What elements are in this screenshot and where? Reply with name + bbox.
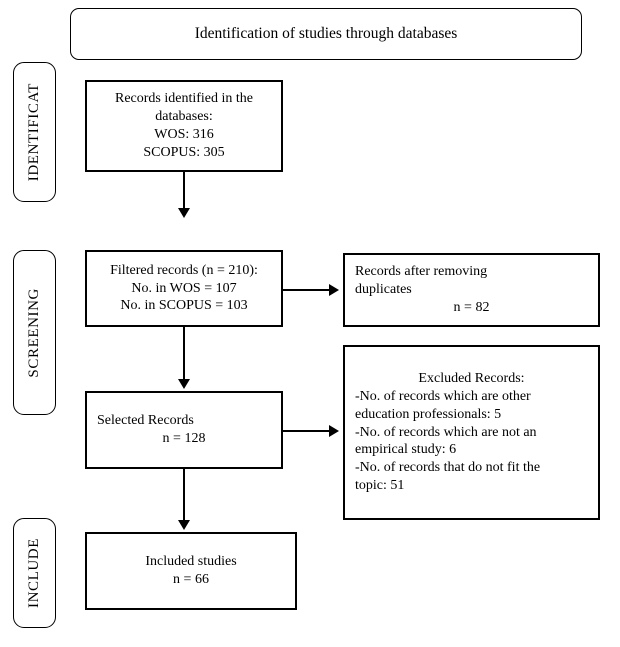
box-filtered-records: Filtered records (n = 210): No. in WOS =… (85, 250, 283, 327)
records-identified-scopus: SCOPUS: 305 (143, 144, 225, 160)
connector-selected-to-excluded-arrowhead (329, 425, 339, 437)
stage-label-included-text: INCLUDE (26, 537, 42, 609)
header-banner: Identification of studies through databa… (70, 8, 582, 60)
selected-records-title: Selected Records (97, 413, 194, 429)
connector-selected-to-included-line (183, 469, 185, 524)
excluded-records-line-1: -No. of records which are other (355, 388, 531, 404)
excluded-records-title: Excluded Records: (418, 370, 525, 386)
stage-label-identification-text: IDENTIFICAT (26, 82, 42, 182)
included-studies-title: Included studies (145, 554, 237, 570)
filtered-records-scopus: No. in SCOPUS = 103 (120, 298, 248, 314)
connector-identified-to-filtered-arrowhead (178, 208, 190, 218)
connector-filtered-to-selected-line (183, 327, 185, 383)
filtered-records-wos: No. in WOS = 107 (131, 280, 237, 296)
after-duplicates-line-2: duplicates (355, 282, 412, 298)
included-studies-count: n = 66 (173, 572, 209, 587)
stage-label-screening: SCREENING (13, 250, 56, 415)
filtered-records-total: Filtered records (n = 210): (110, 262, 258, 278)
records-identified-line-2: databases: (155, 109, 213, 125)
after-duplicates-count: n = 82 (453, 299, 490, 315)
excluded-records-line-3: -No. of records which are not an (355, 424, 537, 440)
box-selected-records: Selected Records n = 128 (85, 391, 283, 469)
box-excluded-records: Excluded Records: -No. of records which … (343, 345, 600, 520)
connector-identified-to-filtered-line (183, 172, 185, 212)
records-identified-wos: WOS: 316 (154, 127, 214, 142)
connector-filtered-to-selected-arrowhead (178, 379, 190, 389)
excluded-records-line-4: empirical study: 6 (355, 442, 457, 458)
header-banner-label: Identification of studies through databa… (194, 25, 458, 42)
connector-filtered-to-duplicates-arrowhead (329, 284, 339, 296)
connector-selected-to-included-arrowhead (178, 520, 190, 530)
box-included-studies: Included studies n = 66 (85, 532, 297, 610)
box-after-duplicates: Records after removing duplicates n = 82 (343, 253, 600, 327)
box-records-identified: Records identified in the databases: WOS… (85, 80, 283, 172)
after-duplicates-line-1: Records after removing (355, 264, 488, 280)
excluded-records-line-6: topic: 51 (355, 478, 405, 494)
stage-label-identification: IDENTIFICAT (13, 62, 56, 202)
records-identified-line-1: Records identified in the (114, 91, 254, 107)
excluded-records-line-5: -No. of records that do not fit the (355, 460, 541, 476)
stage-label-screening-text: SCREENING (26, 287, 42, 378)
connector-filtered-to-duplicates-line (283, 289, 331, 291)
stage-label-included: INCLUDE (13, 518, 56, 628)
excluded-records-line-2: education professionals: 5 (355, 406, 502, 422)
selected-records-count: n = 128 (162, 431, 206, 446)
connector-selected-to-excluded-line (283, 430, 331, 432)
